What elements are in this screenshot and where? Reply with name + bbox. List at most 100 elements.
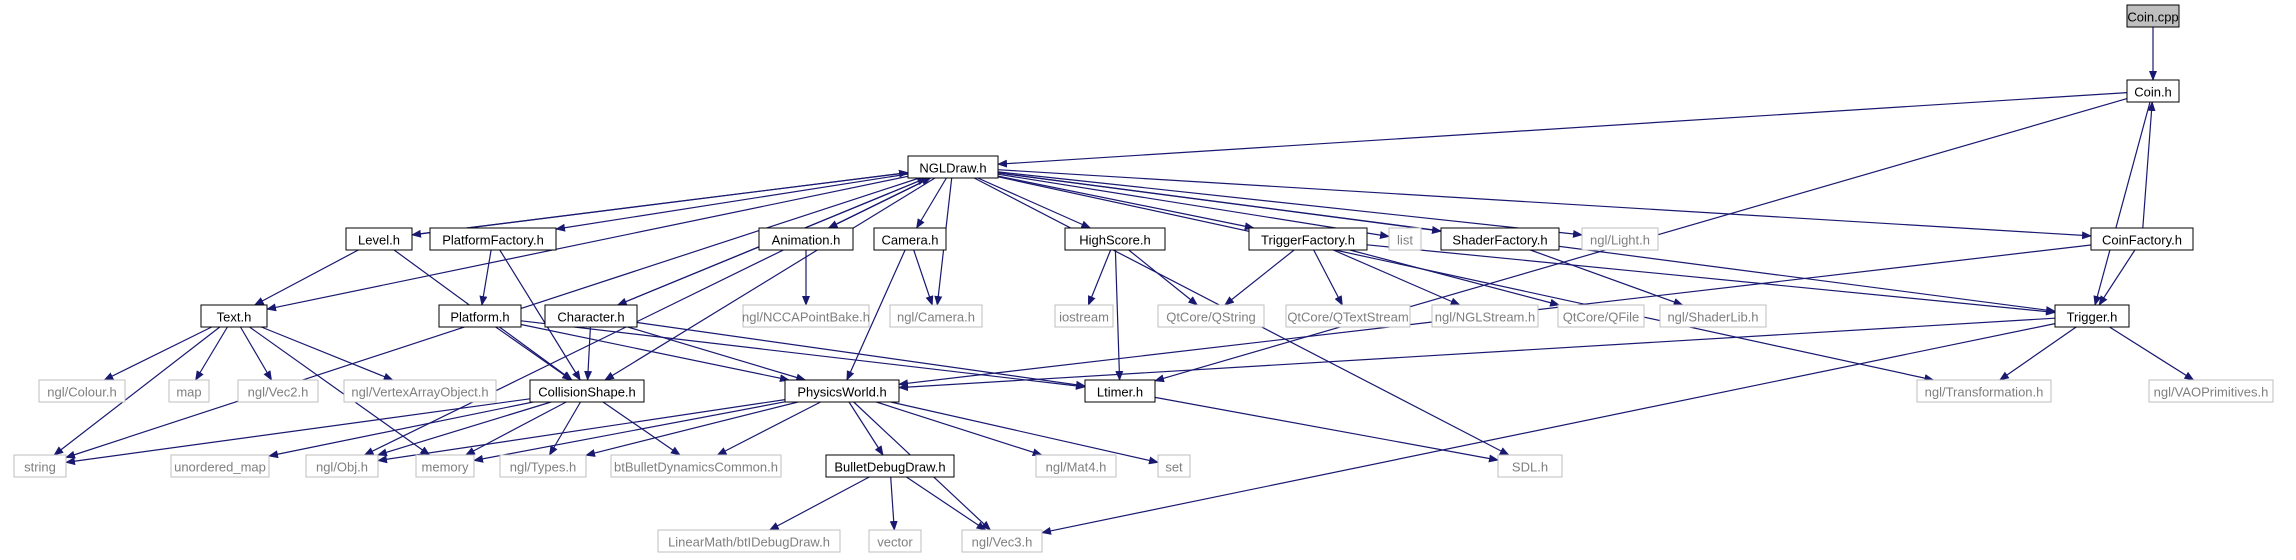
node-coinfactory-h[interactable]: CoinFactory.h [2090,227,2194,251]
node-character-h[interactable]: Character.h [544,304,638,328]
edge-text_h-to-ngl_colour_h [103,326,212,381]
node-label: Coin.cpp [2127,10,2178,25]
node-label: map [176,385,201,400]
node-box [1248,227,1368,251]
node-box [429,227,557,251]
node-vector: vector [868,529,922,553]
node-text-h[interactable]: Text.h [200,304,268,328]
edge-camera_h-to-physicsworld_h [846,249,906,381]
edge-coin_h-to-ngldraw_h [997,92,2128,168]
node-set: set [1157,454,1191,478]
node-box [2148,379,2274,403]
node-label: ShaderFactory.h [1452,233,1547,248]
node-label: ngl/Camera.h [897,310,975,325]
node-label: QtCore/QFile [1563,310,1640,325]
node-box [1285,304,1411,328]
edge-platformfactory_h-to-collisionshape_h [499,249,581,381]
node-label: Coin.h [2134,85,2172,100]
edge-text_h-to-string [53,326,221,456]
node-bulletdebugdraw-h[interactable]: BulletDebugDraw.h [825,454,955,478]
node-label: iostream [1059,310,1109,325]
node-label: ngl/ShaderLib.h [1667,310,1758,325]
node-map: map [168,379,210,403]
edge-text_h-to-ngl_vec2_h [239,326,273,381]
node-camera-h[interactable]: Camera.h [873,227,947,251]
node-trigger-h[interactable]: Trigger.h [2054,304,2130,328]
edge-trigger_h-to-ngl_vec3_h [1041,323,2056,535]
edge-ngldraw_h-to-coinfactory_h [997,169,2092,240]
edge-coin_h-to-trigger_h [2093,101,2151,306]
node-ngl-light-h: ngl/Light.h [1581,227,1659,251]
edge-character_h-to-collisionshape_h [584,326,593,381]
edge-collisionshape_h-to-string [65,398,531,466]
node-ngl-vertexarrayobject-h: ngl/VertexArrayObject.h [343,379,497,403]
node-box [907,155,999,179]
node-box [2126,79,2180,103]
node-box [1581,227,1659,251]
node-label: Trigger.h [2067,310,2118,325]
edge-trigger_h-to-physicsworld_h [898,317,2056,392]
node-box [305,454,379,478]
node-box [610,454,782,478]
edge-platform_h-to-ltimer_h [520,320,1086,390]
node-label: PlatformFactory.h [442,233,544,248]
node-memory: memory [415,454,475,478]
node-label: ngl/Vec2.h [248,385,309,400]
node-label: list [1397,233,1413,248]
edge-highscore_h-to-qtcore_qstring [1128,249,1199,306]
node-box [13,454,67,478]
node-box [544,304,638,328]
edge-bulletdebugdraw_h-to-vector [889,476,898,531]
node-label: vector [877,535,913,550]
node-ltimer-h[interactable]: Ltimer.h [1084,379,1156,403]
node-level-h[interactable]: Level.h [345,227,413,251]
node-box [1157,304,1265,328]
node-label: ngl/Light.h [1590,233,1650,248]
node-label: ngl/Colour.h [47,385,116,400]
node-highscore-h[interactable]: HighScore.h [1064,227,1166,251]
node-physicsworld-h[interactable]: PhysicsWorld.h [784,379,900,403]
edge-character_h-to-ltimer_h [636,321,1086,389]
node-box [1916,379,2052,403]
edge-ngldraw_h-to-text_h [266,175,909,312]
node-triggerfactory-h[interactable]: TriggerFactory.h [1248,227,1368,251]
edge-platform_h-to-collisionshape_h [495,326,573,381]
node-ngl-obj-h: ngl/Obj.h [305,454,379,478]
node-ngl-nglstream-h: ngl/NGLStream.h [1431,304,1539,328]
node-box [825,454,955,478]
node-label: ngl/Obj.h [316,460,368,475]
edge-physicsworld_h-to-bulletdebugdraw_h [848,401,884,456]
node-box [499,454,587,478]
node-platform-h[interactable]: Platform.h [438,304,522,328]
node-ngl-transformation-h: ngl/Transformation.h [1916,379,2052,403]
node-platformfactory-h[interactable]: PlatformFactory.h [429,227,557,251]
node-collisionshape-h[interactable]: CollisionShape.h [529,379,645,403]
node-qtcore-qtextstream: QtCore/QTextStream [1285,304,1411,328]
node-box [1557,304,1645,328]
edge-collisionshape_h-to-ngl_obj_h [376,401,552,457]
edge-highscore_h-to-iostream [1087,249,1112,306]
node-label: CollisionShape.h [538,385,636,400]
edge-physicsworld_h-to-ngl_types_h [585,401,799,457]
edge-ltimer_h-to-sdl_h [1154,396,1499,463]
node-ngl-camera-h: ngl/Camera.h [889,304,983,328]
node-label: ngl/VertexArrayObject.h [351,385,488,400]
node-unordered-map: unordered_map [170,454,270,478]
node-animation-h[interactable]: Animation.h [758,227,854,251]
node-ngl-colour-h: ngl/Colour.h [38,379,126,403]
edge-text_h-to-map [195,326,228,381]
node-ngldraw-h[interactable]: NGLDraw.h [907,155,999,179]
edge-trigger_h-to-ngl_vaoprimitives_h [2109,326,2195,381]
node-ngl-nccapointbake-h: ngl/NCCAPointBake.h [742,304,870,328]
node-coin-cpp[interactable]: Coin.cpp [2126,4,2180,28]
node-label: QtCore/QString [1166,310,1256,325]
node-coin-h[interactable]: Coin.h [2126,79,2180,103]
edge-ngldraw_h-to-highscore_h [977,177,1092,229]
edge-animation_h-to-ngldraw_h [828,177,932,229]
node-box [1084,379,1156,403]
node-box [868,529,922,553]
edge-physicsworld_h-to-btbulletdynamicscommon_h [716,401,821,456]
node-shaderfactory-h[interactable]: ShaderFactory.h [1440,227,1560,251]
node-label: ngl/Mat4.h [1046,460,1107,475]
node-box [237,379,319,403]
